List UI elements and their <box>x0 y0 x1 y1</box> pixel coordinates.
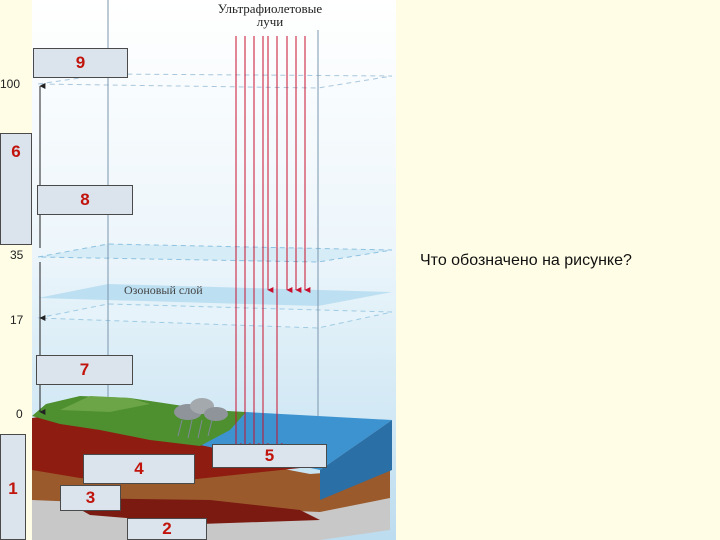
label-box-5[interactable]: 5 <box>212 444 327 468</box>
label-box-1[interactable]: 1 <box>0 434 26 540</box>
ocean <box>200 412 392 470</box>
label-box-7[interactable]: 7 <box>36 355 133 385</box>
label-box-2[interactable]: 2 <box>127 518 207 540</box>
label-box-8[interactable]: 8 <box>37 185 133 215</box>
ozone-layer <box>38 284 392 306</box>
label-box-4[interactable]: 4 <box>83 454 195 484</box>
altitude-label-0: 0 <box>16 407 23 421</box>
uv-rays <box>235 36 311 449</box>
plane-17 <box>37 303 393 329</box>
plane-35 <box>37 243 393 263</box>
label-box-9[interactable]: 9 <box>33 48 128 78</box>
label-box-3[interactable]: 3 <box>60 485 121 511</box>
label-box-6[interactable]: 6 <box>0 133 32 245</box>
altitude-label-100: 100 <box>0 77 20 91</box>
rain-clouds <box>174 398 228 439</box>
land-hill <box>60 396 150 412</box>
ozone-label: Озоновый слой <box>124 283 203 297</box>
altitude-label-35: 35 <box>10 248 24 262</box>
uv-label-line2: лучи <box>257 14 284 29</box>
uv-label-line1: Ультрафиолетовые <box>218 1 323 16</box>
ocean-edge <box>320 420 392 500</box>
question-text: Что обозначено на рисунке? <box>420 252 632 269</box>
altitude-label-17: 17 <box>10 313 24 327</box>
soil-lower-red-layer <box>60 498 320 524</box>
